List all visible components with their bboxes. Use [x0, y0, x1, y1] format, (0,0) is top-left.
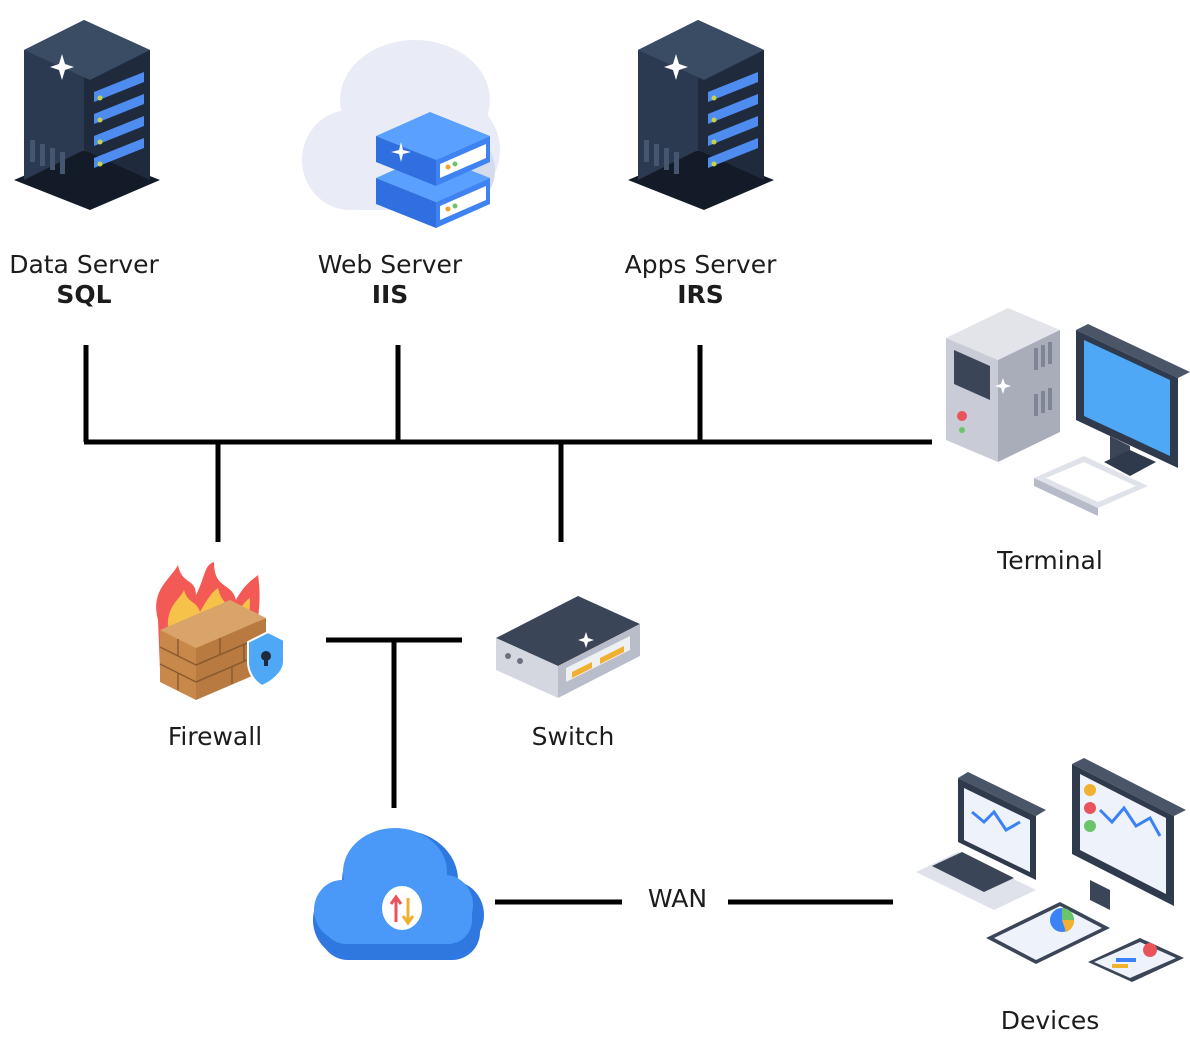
devices-icon	[916, 758, 1186, 982]
web-server-name: Web Server	[317, 250, 463, 279]
firewall-label: Firewall	[167, 722, 263, 751]
devices-label: Devices	[1000, 1006, 1100, 1035]
web-server-sub: IIS	[371, 280, 409, 309]
apps-server-sub: IRS	[677, 280, 724, 309]
wan-label: WAN	[630, 884, 725, 913]
web-server-icon	[302, 40, 500, 228]
terminal-label: Terminal	[997, 546, 1103, 575]
connection-lines	[83, 345, 932, 905]
cloud-icon	[313, 828, 484, 960]
apps-server-label: Apps Server IRS	[608, 250, 793, 310]
data-server-label: Data Server SQL	[0, 250, 168, 310]
switch-label: Switch	[531, 722, 615, 751]
web-server-label: Web Server IIS	[300, 250, 480, 310]
switch-icon	[496, 596, 640, 698]
data-server-name: Data Server	[9, 250, 159, 279]
data-server-sub: SQL	[56, 280, 112, 309]
apps-server-name: Apps Server	[624, 250, 777, 279]
terminal-icon	[946, 308, 1190, 516]
firewall-icon	[156, 562, 285, 700]
data-server-icon	[14, 20, 160, 210]
apps-server-icon	[628, 20, 774, 210]
